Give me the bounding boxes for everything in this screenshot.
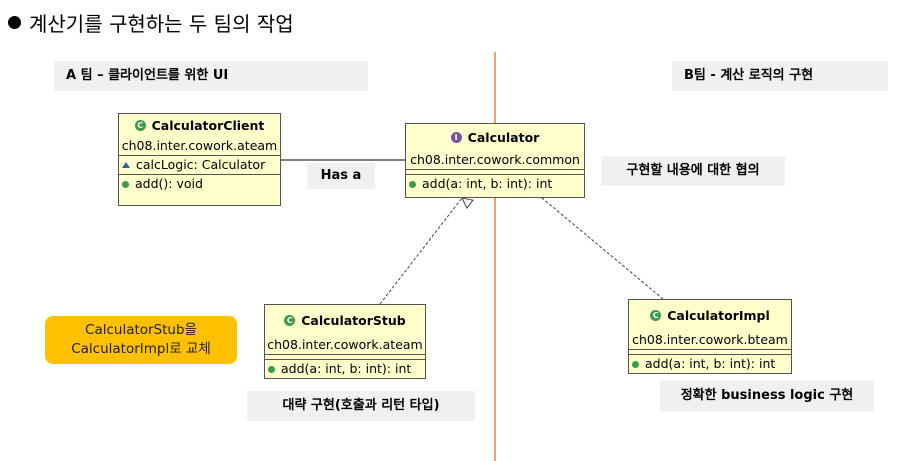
interface-calculator[interactable]: I Calculator ch08.inter.cowork.common add… bbox=[405, 123, 585, 198]
impl-realization-line bbox=[542, 198, 664, 300]
page-title: 계산기를 구현하는 두 팀의 작업 bbox=[8, 8, 294, 37]
class-name: Calculator bbox=[467, 129, 540, 145]
field-row: calcLogic: Calculator bbox=[119, 156, 280, 175]
replace-callout: CalculatorStub을 CalculatorImpl로 교체 bbox=[45, 316, 237, 364]
package-visibility-icon bbox=[122, 162, 130, 168]
bullet-icon bbox=[8, 16, 21, 29]
class-name: CalculatorStub bbox=[301, 312, 406, 328]
stub-note: 대략 구현(호출과 리턴 타입) bbox=[247, 391, 475, 421]
method-row: add(): void bbox=[119, 175, 280, 193]
public-method-icon bbox=[122, 180, 129, 188]
team-a-label: A 팀 – 클라이언트를 위한 UI bbox=[54, 61, 368, 91]
public-method-icon bbox=[409, 180, 416, 188]
title-text: 계산기를 구현하는 두 팀의 작업 bbox=[29, 12, 294, 36]
callout-line-2: CalculatorImpl로 교체 bbox=[71, 341, 211, 357]
class-package: ch08.inter.cowork.ateam bbox=[265, 335, 425, 355]
team-divider bbox=[494, 52, 496, 461]
field-text: calcLogic: Calculator bbox=[136, 157, 266, 172]
class-package: ch08.inter.cowork.ateam bbox=[119, 136, 280, 156]
method-text: add(a: int, b: int): int bbox=[281, 361, 412, 376]
class-name: CalculatorImpl bbox=[667, 307, 770, 323]
team-b-label: B팀 - 계산 로직의 구현 bbox=[672, 61, 888, 91]
callout-line-1: CalculatorStub을 bbox=[85, 322, 197, 338]
method-row: add(a: int, b: int): int bbox=[406, 175, 584, 193]
class-icon: C bbox=[284, 314, 296, 326]
class-header: C CalculatorStub bbox=[265, 305, 425, 335]
class-package: ch08.inter.cowork.common bbox=[406, 150, 584, 170]
fields-compartment bbox=[629, 350, 791, 355]
class-header: I Calculator bbox=[406, 124, 584, 150]
class-calculator-client[interactable]: C CalculatorClient ch08.inter.cowork.atea… bbox=[118, 113, 281, 206]
agreement-label: 구현할 내용에 대한 협의 bbox=[601, 156, 785, 186]
method-row: add(a: int, b: int): int bbox=[265, 360, 425, 378]
class-header: C CalculatorImpl bbox=[629, 300, 791, 330]
impl-note: 정확한 business logic 구현 bbox=[660, 380, 874, 412]
class-name: CalculatorClient bbox=[151, 117, 265, 133]
method-row: add(a: int, b: int): int bbox=[629, 355, 791, 373]
method-text: add(a: int, b: int): int bbox=[645, 356, 776, 371]
public-method-icon bbox=[632, 360, 639, 368]
has-a-label: Has a bbox=[307, 163, 375, 189]
class-icon: C bbox=[134, 119, 146, 131]
fields-compartment bbox=[265, 355, 425, 360]
method-text: add(): void bbox=[135, 176, 203, 191]
fields-compartment bbox=[406, 170, 584, 175]
class-icon: C bbox=[650, 309, 662, 321]
public-method-icon bbox=[268, 365, 275, 373]
interface-icon: I bbox=[450, 131, 462, 143]
method-text: add(a: int, b: int): int bbox=[422, 176, 553, 191]
stub-realization-line bbox=[379, 198, 462, 305]
class-package: ch08.inter.cowork.bteam bbox=[629, 330, 791, 350]
class-header: C CalculatorClient bbox=[119, 114, 280, 136]
